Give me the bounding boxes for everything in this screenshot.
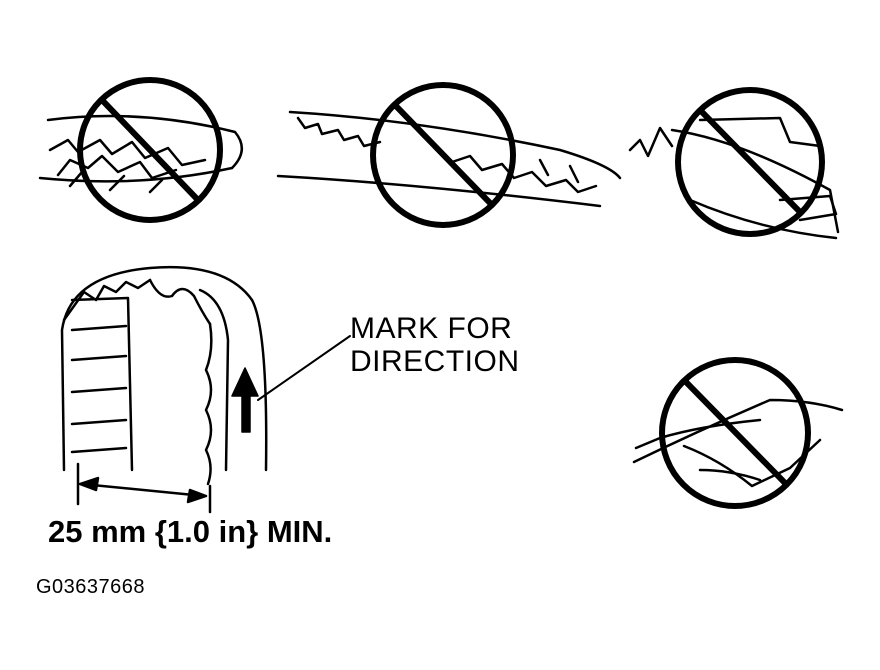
mark-for-direction-label: MARK FOR DIRECTION <box>350 312 520 378</box>
figure-id-label: G03637668 <box>36 576 146 598</box>
prohibited-sign-1 <box>77 77 223 223</box>
prohibited-sign-3 <box>675 87 825 237</box>
belt-defect-1-illustration <box>38 114 243 194</box>
width-dimension <box>76 462 212 514</box>
leader-line <box>257 335 351 401</box>
prohibited-sign-5 <box>659 357 811 509</box>
minimum-width-label: 25 mm {1.0 in} MIN. <box>48 514 333 549</box>
prohibited-sign-2 <box>370 82 516 228</box>
belt-defect-3-illustration <box>628 116 840 240</box>
mark-label-line-1: MARK FOR <box>350 312 513 345</box>
mark-label-line-2: DIRECTION <box>350 345 520 378</box>
belt-cross-section <box>60 266 268 486</box>
direction-arrow <box>231 367 259 433</box>
